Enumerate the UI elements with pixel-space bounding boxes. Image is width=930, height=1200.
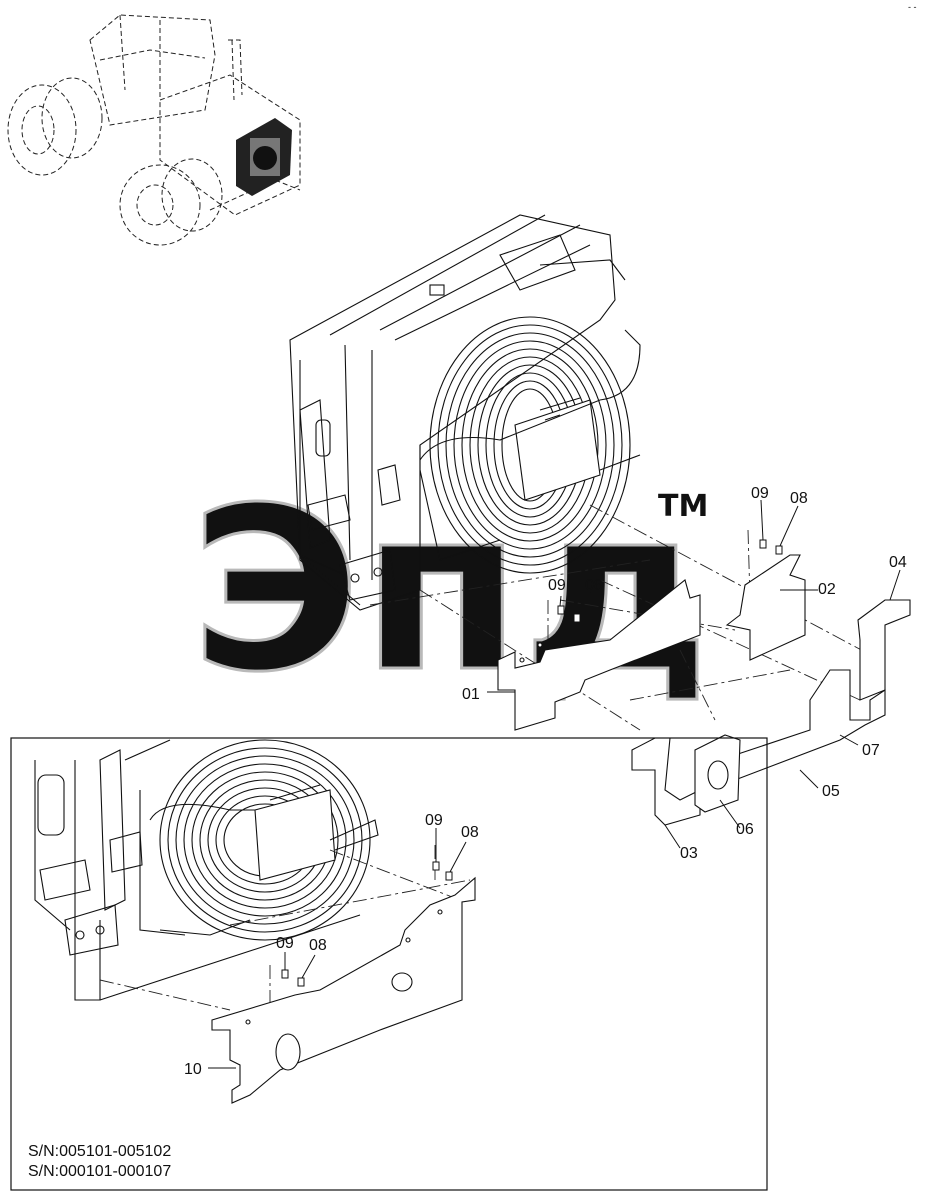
watermark: Эпд TM bbox=[189, 459, 712, 724]
callout-09-d: 09 bbox=[425, 812, 443, 829]
corner-mark: - - bbox=[908, 2, 917, 12]
callout-02: 02 bbox=[818, 581, 836, 598]
callout-04: 04 bbox=[889, 554, 907, 571]
callout-06: 06 bbox=[736, 821, 754, 838]
callout-09-b: 09 bbox=[751, 485, 769, 502]
callout-08-c: 08 bbox=[309, 937, 327, 954]
callout-09-a: 09 bbox=[548, 577, 566, 594]
part-01-plate bbox=[497, 579, 701, 731]
serial-range-2: S/N:000101-000107 bbox=[28, 1163, 172, 1180]
part-02-plate bbox=[725, 554, 806, 661]
serial-range-1: S/N:005101-005102 bbox=[28, 1143, 172, 1160]
callout-08-b: 08 bbox=[790, 490, 808, 507]
fasteners-main bbox=[557, 539, 783, 623]
callouts-inset: 10 09 08 09 08 bbox=[184, 812, 479, 1078]
svg-text:Эпд: Эпд bbox=[190, 460, 710, 722]
part-03-bracket bbox=[631, 737, 701, 826]
callout-09-c: 09 bbox=[276, 935, 294, 952]
callout-10: 10 bbox=[184, 1061, 202, 1078]
tractor-overview bbox=[7, 14, 301, 246]
svg-text:TM: TM bbox=[658, 489, 708, 524]
radiator-highlight bbox=[236, 118, 292, 196]
callout-08-d: 08 bbox=[461, 824, 479, 841]
radiator-assembly bbox=[289, 214, 641, 611]
part-06-bracket bbox=[694, 734, 741, 813]
callout-07: 07 bbox=[862, 742, 880, 759]
callouts-main: 01 02 04 07 05 06 03 09 08 09 08 bbox=[462, 485, 907, 862]
leader-lines-main bbox=[487, 499, 901, 849]
callout-08-a: 08 bbox=[585, 577, 603, 594]
inset-frame bbox=[10, 737, 768, 1191]
part-04-bracket bbox=[857, 599, 911, 701]
leader-lines-inset bbox=[208, 828, 467, 1069]
part-10-plate bbox=[211, 876, 476, 1104]
fan-ring bbox=[429, 316, 631, 574]
callout-03: 03 bbox=[680, 845, 698, 862]
inset-assembly bbox=[34, 739, 379, 1001]
callout-01: 01 bbox=[462, 686, 480, 703]
callout-05: 05 bbox=[822, 783, 840, 800]
